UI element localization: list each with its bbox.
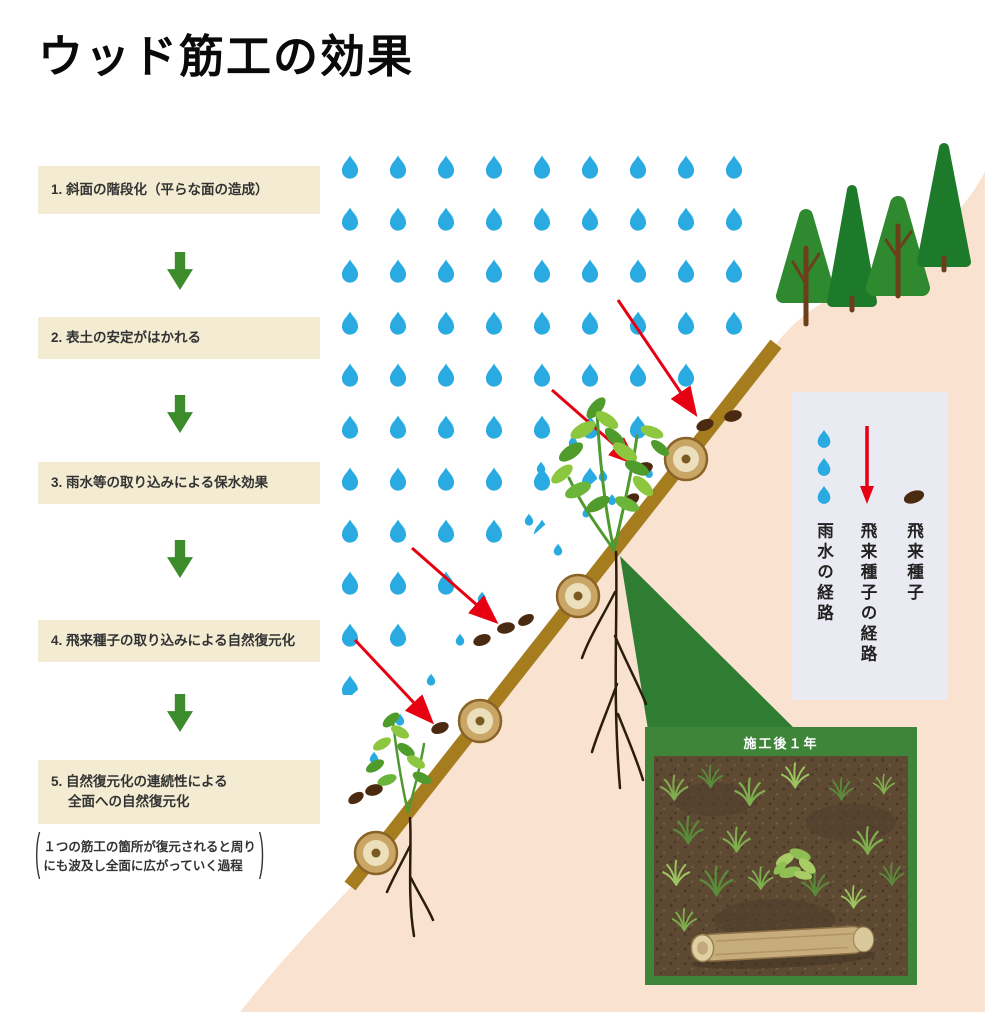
photo-image — [654, 756, 908, 976]
wood-band — [344, 339, 782, 891]
note-line1: １つの筋工の箇所が復元されると周り — [43, 840, 256, 854]
legend-label: 飛来種子 — [904, 522, 923, 604]
wood-logs — [353, 436, 709, 876]
page-title: ウッド筋工の効果 — [38, 31, 415, 82]
seed — [497, 622, 515, 634]
open-paren: ( — [35, 828, 41, 881]
log — [555, 573, 601, 619]
process-note: ( １つの筋工の箇所が復元されると周り にも波及し全面に広がっていく過程 ) — [32, 828, 332, 881]
note-line2: にも波及し全面に広がっていく過程 — [43, 859, 243, 874]
step-4-label: 4. 飛来種子の取り込みによる自然復元化 — [51, 633, 296, 649]
close-paren: ) — [258, 828, 265, 881]
plant-leaves — [365, 712, 432, 786]
seed — [473, 633, 491, 647]
note-text: １つの筋工の箇所が復元されると周り にも波及し全面に広がっていく過程 — [43, 838, 256, 877]
pioneer-plant-large — [551, 397, 670, 552]
leafy-cluster — [773, 848, 816, 880]
seed-icon — [899, 418, 929, 508]
step-5-label-line1: 5. 自然復元化の連続性による — [51, 774, 228, 790]
conifer-tree — [827, 185, 877, 313]
plant-leaves — [551, 397, 670, 513]
photo-after-one-year: 施工後１年 — [645, 727, 917, 985]
step-box-5: 5. 自然復元化の連続性による 全面への自然復元化 — [38, 760, 320, 824]
seed-path-arrow — [616, 299, 698, 417]
seed — [518, 614, 534, 626]
log — [353, 830, 399, 876]
seed — [696, 418, 714, 432]
seed — [365, 784, 383, 796]
step-3-label: 3. 雨水等の取り込みによる保水効果 — [51, 475, 269, 491]
seed-path-arrow — [353, 638, 435, 725]
legend-item-windborne-seed: 飛来種子 — [899, 418, 929, 604]
legend-label: 雨水の経路 — [814, 522, 833, 625]
photo-caption: 施工後１年 — [743, 736, 819, 751]
step-1-label: 1. 斜面の階段化（平らな面の造成） — [51, 182, 269, 198]
pioneer-plant-small — [365, 712, 432, 814]
rain-area — [338, 150, 766, 695]
deciduous-tree — [866, 196, 930, 299]
legend-label: 飛来種子の経路 — [858, 522, 876, 666]
step-box-4: 4. 飛来種子の取り込みによる自然復元化 — [38, 620, 320, 662]
step-2-label: 2. 表土の安定がはかれる — [51, 330, 202, 346]
legend-item-windborne-seed-path: 飛来種子の経路 — [855, 418, 879, 666]
seed-path-arrow — [411, 546, 499, 624]
red-arrow-icon — [856, 418, 878, 508]
seed — [724, 410, 742, 422]
step-box-1: 1. 斜面の階段化（平らな面の造成） — [38, 166, 320, 214]
legend: 雨水の経路 飛来種子の経路 飛来種子 — [792, 392, 948, 700]
trees-on-slope — [776, 143, 971, 327]
conifer-tree — [917, 143, 971, 273]
seed — [348, 791, 364, 805]
step-box-3: 3. 雨水等の取り込みによる保水効果 — [38, 462, 320, 504]
step-5-label-line2: 全面への自然復元化 — [68, 794, 190, 809]
log — [663, 436, 709, 482]
seed — [431, 721, 449, 735]
legend-item-rainwater-path: 雨水の経路 — [812, 418, 836, 625]
step-box-2: 2. 表土の安定がはかれる — [38, 317, 320, 359]
raindrops-icon — [812, 418, 836, 508]
log — [457, 698, 503, 744]
log-in-photo — [690, 925, 877, 969]
callout-wedge — [620, 556, 798, 742]
plant-roots — [385, 550, 648, 938]
deciduous-tree — [776, 209, 836, 327]
